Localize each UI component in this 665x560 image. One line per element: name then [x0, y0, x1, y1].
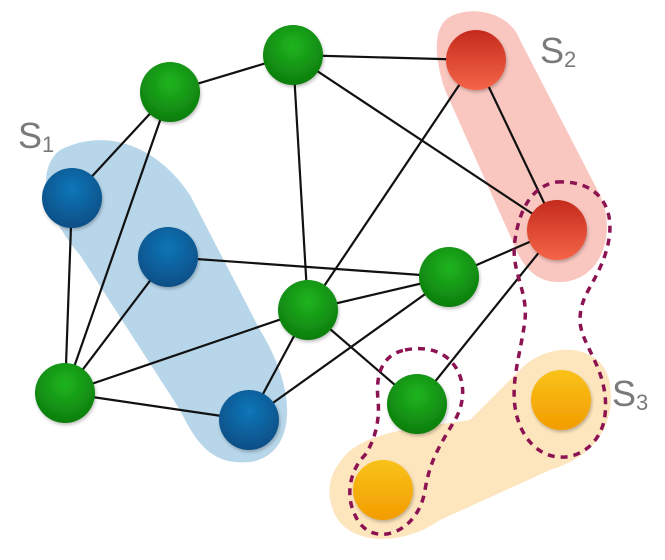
- set-s1-region: [46, 140, 288, 463]
- set-regions: [46, 11, 611, 539]
- edge-g3-g5: [63, 308, 310, 395]
- node-g3: [35, 363, 95, 423]
- edge-g3-b3: [63, 391, 251, 422]
- node-b2: [138, 227, 198, 287]
- edge-r1-g5: [306, 58, 478, 312]
- node-g2: [263, 25, 323, 85]
- edge-g4-g3: [247, 275, 451, 422]
- nodes: [35, 25, 591, 520]
- set-s1-label: S1: [18, 115, 54, 157]
- dashed-outlines: [348, 180, 612, 536]
- edge-g2-r1: [291, 53, 478, 62]
- node-g5: [278, 280, 338, 340]
- edge-b1-g3: [63, 196, 74, 395]
- node-y1: [353, 460, 413, 520]
- edge-b2-g4: [166, 255, 451, 279]
- edge-r2-g6: [415, 228, 559, 406]
- edge-g2-g5: [291, 53, 310, 312]
- set-s3-label: S3: [612, 373, 648, 415]
- node-g4: [419, 247, 479, 307]
- node-b3: [219, 390, 279, 450]
- set-labels: S1 S2 S3: [18, 30, 648, 415]
- node-g1: [140, 62, 200, 122]
- node-y2: [531, 370, 591, 430]
- edge-r1-r2: [474, 58, 559, 232]
- set-s2-label: S2: [540, 30, 576, 72]
- node-r1: [446, 30, 506, 90]
- node-g6: [387, 374, 447, 434]
- edge-g2-r2: [291, 53, 559, 232]
- node-b1: [42, 168, 102, 228]
- edge-g1-g3: [63, 90, 172, 395]
- node-r2: [527, 200, 587, 260]
- dashed-outline-right: [512, 180, 612, 459]
